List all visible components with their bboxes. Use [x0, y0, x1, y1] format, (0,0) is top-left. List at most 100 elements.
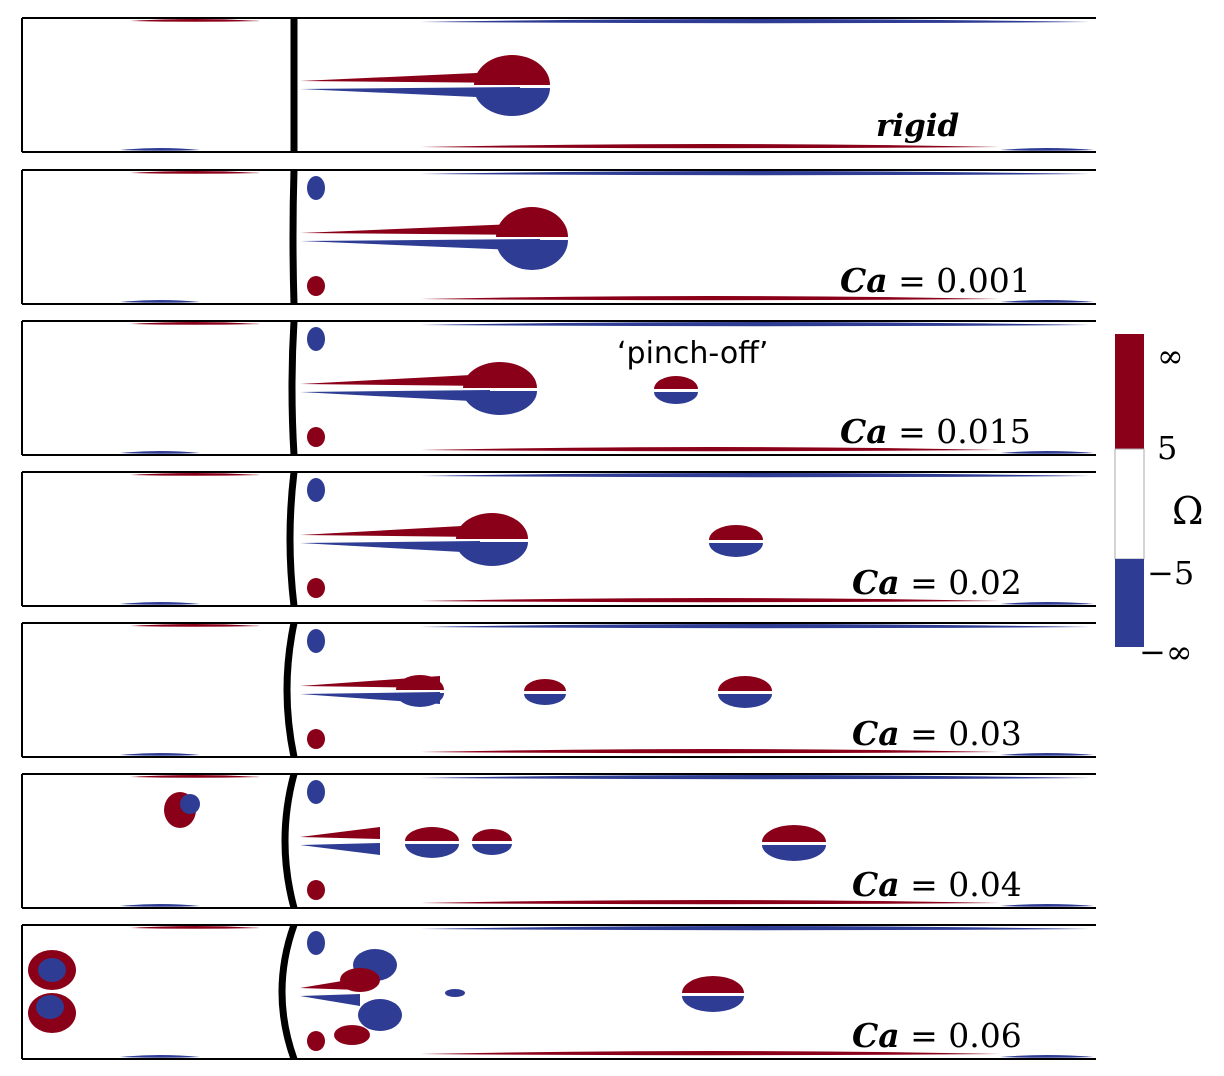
- wake-debris-4: [334, 1025, 370, 1045]
- panel-label: Ca = 0.06: [852, 1016, 1022, 1055]
- jet-negative: [300, 994, 360, 1006]
- plate: [286, 471, 298, 607]
- panel-label: Ca = 0.015: [840, 412, 1031, 451]
- vortex-pair-1-negative: [396, 693, 444, 707]
- vortex-pair-2-negative: [654, 392, 698, 404]
- plate: [288, 320, 298, 456]
- colorbar-tick-top: ∞: [1157, 337, 1184, 375]
- panel-ca-0.03: Ca = 0.03: [21, 622, 1096, 758]
- wall-layer-top-positive: [130, 171, 260, 174]
- wall-layer-top-positive: [130, 775, 260, 778]
- wake-debris-2: [340, 968, 380, 992]
- plate-tip-vortex-bottom: [307, 427, 325, 447]
- wall-layer-top-positive: [130, 624, 260, 627]
- colorbar-neutral-band: [1114, 448, 1145, 560]
- wall-layer-top-positive: [130, 926, 260, 929]
- vortex-pair-2-positive: [709, 525, 763, 540]
- panel-ca-0.04: Ca = 0.04: [21, 773, 1096, 909]
- jet-negative: [300, 239, 540, 251]
- panel-rigid: rigid: [21, 17, 1096, 153]
- plate-tip-vortex-bottom: [307, 1031, 325, 1051]
- wall-layer-top-negative: [420, 171, 1090, 176]
- wall-layer-bottom-positive: [420, 447, 1000, 452]
- wall-layer-top-positive: [130, 473, 260, 476]
- jet-positive: [300, 525, 480, 537]
- vortex-pair-2-negative: [709, 543, 763, 557]
- plate-tip-vortex-bottom: [307, 880, 325, 900]
- wall-layer-bottom-negative-upstream: [120, 753, 200, 756]
- plate-tip-vortex-top: [307, 327, 325, 351]
- vortex-pair-1-positive: [396, 675, 444, 690]
- jet-positive: [300, 71, 520, 83]
- wall-layer-top-negative: [420, 19, 1090, 24]
- wall-layer-bottom-negative-upstream: [120, 148, 200, 151]
- vortex-pair-3-positive: [762, 825, 826, 842]
- colorbar-positive-band: [1115, 334, 1144, 449]
- colorbar-tick-5: 5: [1157, 429, 1177, 467]
- vortex-pair-3-positive: [718, 676, 772, 691]
- colorbar-negative-band: [1115, 559, 1144, 647]
- wall-layer-top-negative: [420, 775, 1090, 780]
- plate: [283, 622, 298, 758]
- plate-tip-vortex-bottom: [307, 578, 325, 598]
- wall-layer-bottom-positive: [420, 296, 1000, 301]
- vortex-pair-1-positive: [463, 362, 537, 388]
- wall-layer-bottom-negative-upstream: [120, 602, 200, 605]
- plate: [289, 169, 298, 305]
- vortex-pair-1-positive: [474, 55, 550, 85]
- plate-tip-vortex-bottom: [307, 276, 325, 296]
- colorbar: ∞ 5 Ω −5 −∞: [1114, 334, 1204, 671]
- panel-ca-0.015: Ca = 0.015‘pinch-off’: [21, 320, 1096, 456]
- wall-layer-bottom-positive: [420, 900, 1000, 905]
- panel-label: Ca = 0.03: [852, 714, 1022, 753]
- wall-layer-bottom-positive: [420, 598, 1000, 603]
- upstream-vortex-2-negative: [36, 995, 64, 1019]
- vortex-pair-1-negative: [682, 996, 744, 1012]
- wall-layer-bottom-negative: [1000, 451, 1094, 454]
- panel-label: Ca = 0.001: [840, 261, 1031, 300]
- jet-positive: [300, 223, 540, 235]
- vortex-pair-3-negative: [718, 694, 772, 708]
- jet-positive: [300, 827, 380, 839]
- vortex-pair-3-negative: [762, 845, 826, 861]
- wall-layer-top-negative: [420, 473, 1090, 478]
- wall-layer-top-negative: [420, 926, 1090, 931]
- plate-tip-vortex-top: [307, 629, 325, 653]
- vortex-pair-2-positive: [472, 829, 512, 841]
- wall-layer-bottom-negative: [1000, 904, 1094, 907]
- vortex-pair-1-negative: [474, 88, 550, 116]
- upstream-vortex-negative: [180, 794, 200, 814]
- wall-layer-bottom-negative: [1000, 753, 1094, 756]
- wake-debris-3: [358, 999, 402, 1031]
- vortex-pair-1-positive: [682, 976, 744, 993]
- wall-layer-bottom-negative: [1000, 148, 1094, 151]
- plate-tip-vortex-bottom: [307, 729, 325, 749]
- plate: [278, 923, 298, 1061]
- panel-label-rigid: rigid: [876, 108, 959, 144]
- wall-layer-top-positive: [130, 19, 260, 22]
- panel-label: Ca = 0.02: [852, 563, 1022, 602]
- jet-negative: [300, 87, 520, 99]
- plate-tip-vortex-top: [307, 780, 325, 804]
- colorbar-title: Ω: [1172, 489, 1204, 533]
- wall-layer-top-negative: [420, 624, 1090, 629]
- vortex-pair-1-positive: [405, 827, 459, 841]
- jet-negative: [300, 390, 490, 402]
- wall-layer-bottom-negative-upstream: [120, 1055, 200, 1058]
- wall-layer-top-positive: [130, 322, 260, 325]
- wall-layer-bottom-negative: [1000, 1055, 1094, 1058]
- vortex-pair-2-negative: [472, 844, 512, 855]
- plate-tip-vortex-top: [307, 931, 325, 955]
- wall-layer-bottom-negative-upstream: [120, 451, 200, 454]
- wall-layer-top-negative: [420, 322, 1090, 327]
- jet-negative: [300, 541, 480, 553]
- jet-negative: [300, 843, 380, 855]
- wall-layer-bottom-negative-upstream: [120, 300, 200, 303]
- vortex-pair-2-positive: [524, 679, 566, 691]
- vortex-pair-1-negative: [463, 391, 537, 415]
- panel-ca-0.02: Ca = 0.02: [21, 471, 1096, 607]
- colorbar-tick-neg5: −5: [1147, 554, 1194, 592]
- wall-layer-bottom-negative-upstream: [120, 904, 200, 907]
- upstream-vortex-1-negative: [38, 958, 66, 982]
